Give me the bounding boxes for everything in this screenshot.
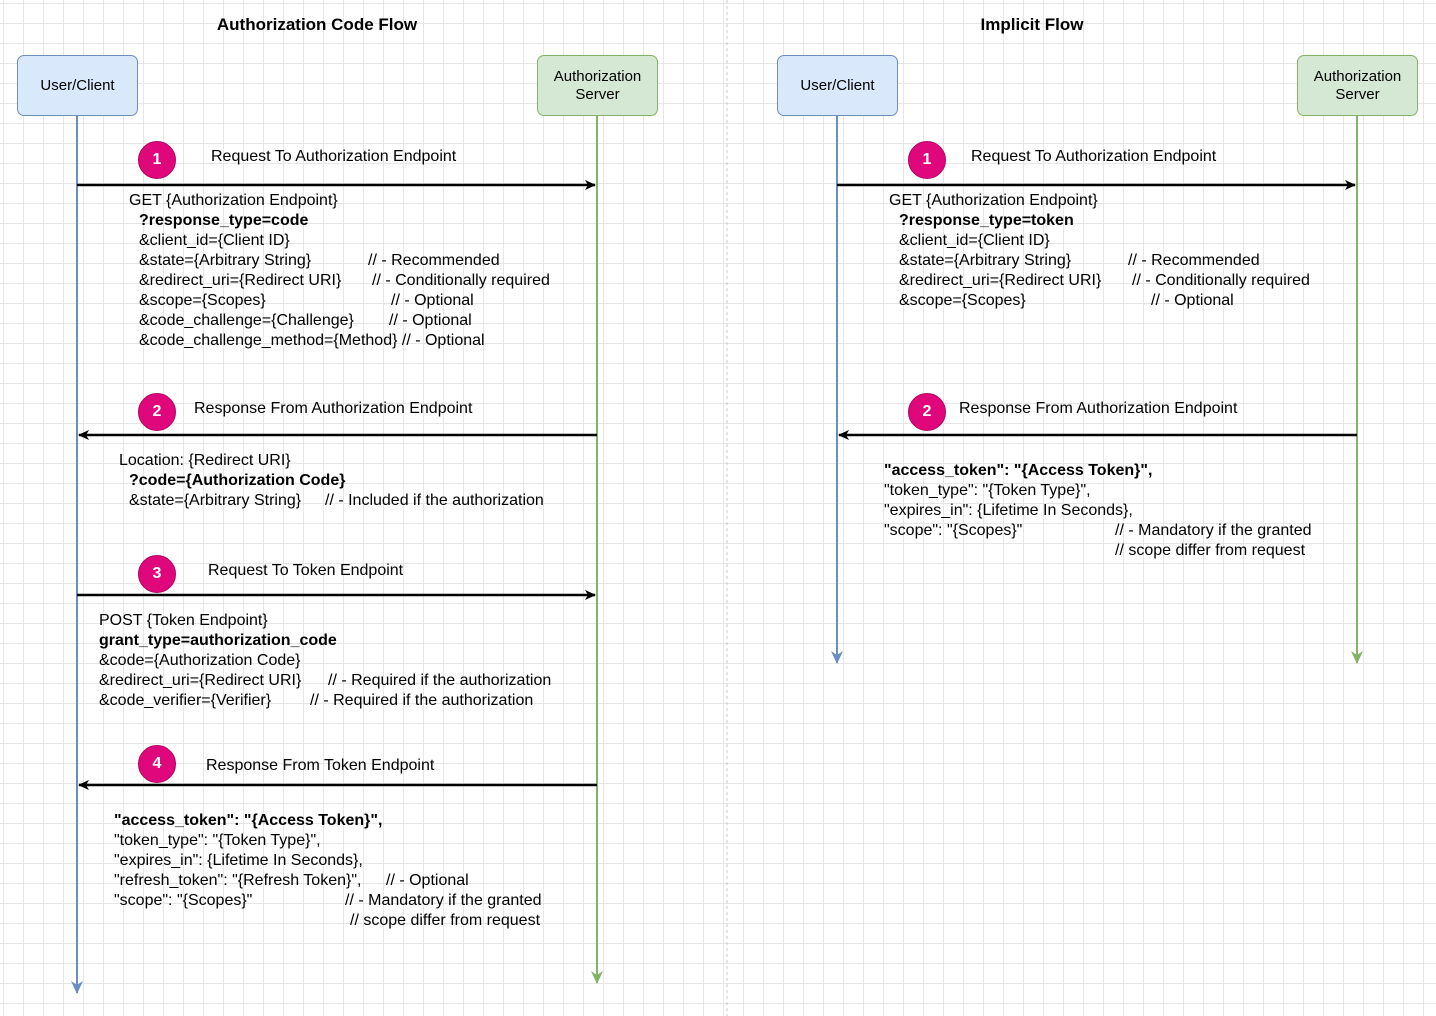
left-step1-comment: // - Recommended	[368, 252, 500, 269]
left-step1-badge: 1	[138, 141, 176, 179]
right-step2-line: "scope": "{Scopes}"	[884, 522, 1023, 539]
left-step1-comment: // - Optional	[391, 292, 474, 309]
right-flow-title: Implicit Flow	[980, 15, 1084, 34]
left-step1-line: ?response_type=code	[139, 212, 309, 229]
left-step1-line: &redirect_uri={Redirect URI}	[139, 272, 342, 289]
right-step1-comment: // - Conditionally required	[1132, 272, 1310, 289]
left-step4-line: "token_type": "{Token Type}",	[114, 832, 321, 849]
left-step3-line: &code_verifier={Verifier}	[99, 692, 272, 709]
left-step4-comment: // - Optional	[386, 872, 469, 889]
left-step2-line: &state={Arbitrary String}	[129, 492, 302, 509]
right-step1-line: &state={Arbitrary String}	[899, 252, 1072, 269]
left-step4-comment: // scope differ from request	[350, 912, 541, 929]
right-step2-label: Response From Authorization Endpoint	[959, 400, 1238, 417]
right-client-box[interactable]: User/Client	[777, 55, 898, 116]
left-client-label: User/Client	[40, 76, 115, 94]
left-client-box[interactable]: User/Client	[17, 55, 138, 116]
right-step1-comment: // - Optional	[1151, 292, 1234, 309]
left-step2-badge: 2	[138, 393, 176, 431]
right-step2-comment: // - Mandatory if the granted	[1115, 522, 1312, 539]
right-step1-comment: // - Recommended	[1128, 252, 1260, 269]
right-server-label: Authorization Server	[1313, 67, 1402, 103]
right-step1-line: &client_id={Client ID}	[899, 232, 1050, 249]
right-step2-comment: // scope differ from request	[1115, 542, 1306, 559]
left-step3-line: grant_type=authorization_code	[99, 632, 337, 649]
right-step2-line: "expires_in": {Lifetime In Seconds},	[884, 502, 1133, 519]
right-step1-line: &scope={Scopes}	[899, 292, 1026, 309]
left-step1-comment: // - Optional	[389, 312, 472, 329]
left-server-label: Authorization Server	[553, 67, 642, 103]
left-step1-label: Request To Authorization Endpoint	[211, 148, 457, 165]
left-step4-line: "refresh_token": "{Refresh Token}",	[114, 872, 362, 889]
left-step1-line: &code_challenge_method={Method} // - Opt…	[139, 332, 485, 349]
left-step3-line: &redirect_uri={Redirect URI}	[99, 672, 302, 689]
left-step4-comment: // - Mandatory if the granted	[345, 892, 542, 909]
left-step1-line: &code_challenge={Challenge}	[139, 312, 354, 329]
left-server-box[interactable]: Authorization Server	[537, 55, 658, 116]
left-step1-line: GET {Authorization Endpoint}	[129, 192, 338, 209]
right-step1-line: GET {Authorization Endpoint}	[889, 192, 1098, 209]
left-step3-comment: // - Required if the authorization	[310, 692, 534, 709]
left-step4-line: "scope": "{Scopes}"	[114, 892, 253, 909]
left-step3-label: Request To Token Endpoint	[208, 562, 404, 579]
right-step1-line: ?response_type=token	[899, 212, 1074, 229]
left-step3-line: &code={Authorization Code}	[99, 652, 301, 669]
left-step3-comment: // - Required if the authorization	[328, 672, 552, 689]
right-client-label: User/Client	[800, 76, 875, 94]
left-step4-badge: 4	[138, 745, 176, 783]
right-step1-badge: 1	[908, 141, 946, 179]
right-step1-label: Request To Authorization Endpoint	[971, 148, 1217, 165]
left-step3-badge: 3	[138, 555, 176, 593]
right-step2-line: "token_type": "{Token Type}",	[884, 482, 1091, 499]
left-flow-title: Authorization Code Flow	[216, 15, 418, 34]
right-step2-badge: 2	[908, 393, 946, 431]
right-server-box[interactable]: Authorization Server	[1297, 55, 1418, 116]
left-step1-line: &state={Arbitrary String}	[139, 252, 312, 269]
left-step2-comment: // - Included if the authorization	[325, 492, 544, 509]
left-step2-line: Location: {Redirect URI}	[119, 452, 291, 469]
left-step3-line: POST {Token Endpoint}	[99, 612, 268, 629]
left-step2-line: ?code={Authorization Code}	[129, 472, 346, 489]
left-step4-line: "expires_in": {Lifetime In Seconds},	[114, 852, 363, 869]
right-step2-line: "access_token": "{Access Token}",	[884, 462, 1153, 479]
left-step1-line: &scope={Scopes}	[139, 292, 266, 309]
left-step1-line: &client_id={Client ID}	[139, 232, 290, 249]
right-step1-line: &redirect_uri={Redirect URI}	[899, 272, 1102, 289]
left-step4-label: Response From Token Endpoint	[206, 757, 435, 774]
left-step1-comment: // - Conditionally required	[372, 272, 550, 289]
left-step2-label: Response From Authorization Endpoint	[194, 400, 473, 417]
left-step4-line: "access_token": "{Access Token}",	[114, 812, 383, 829]
